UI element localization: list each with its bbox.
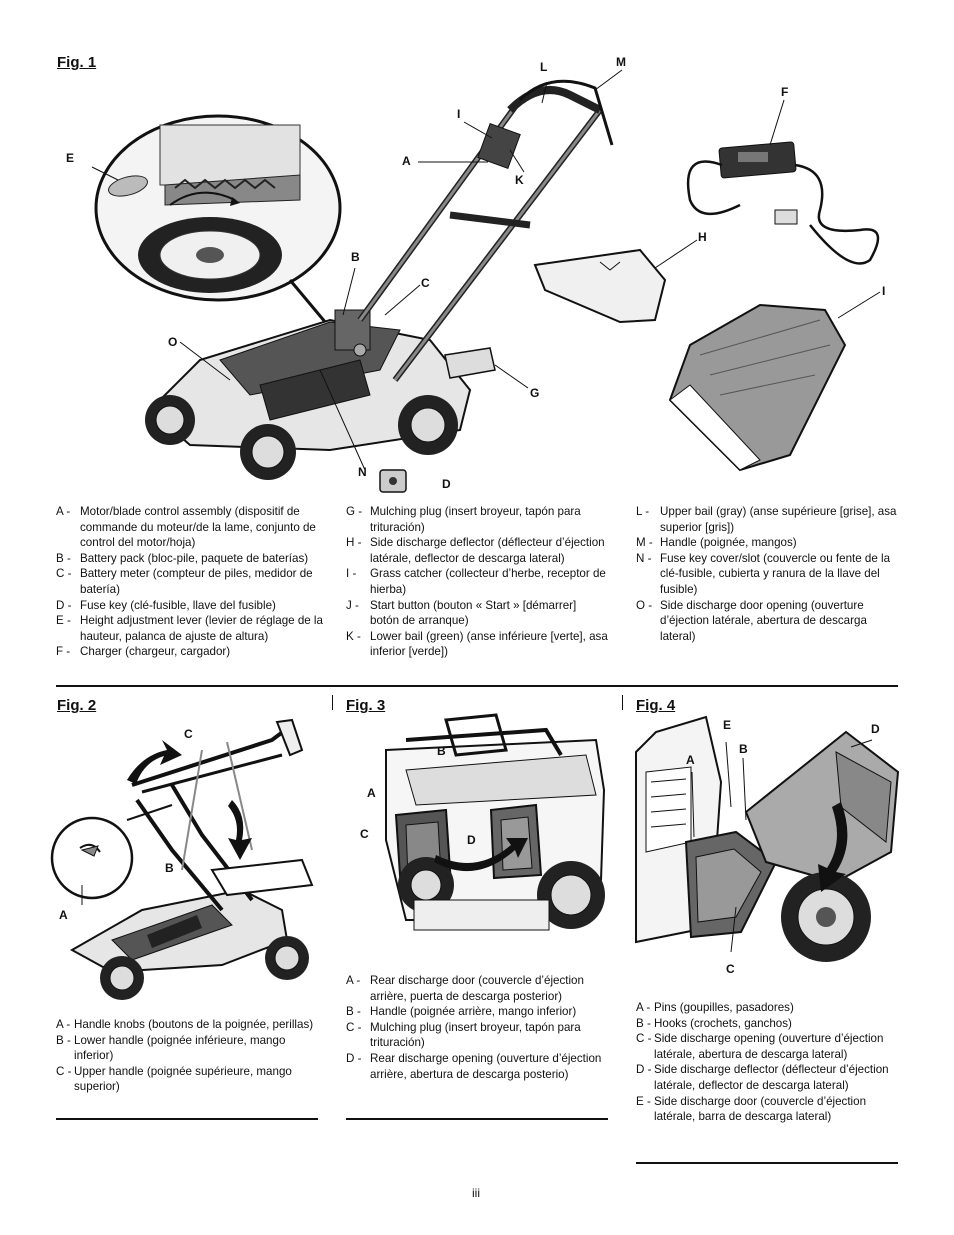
fig4-callout-d: D [871,722,880,736]
section-divider [56,685,898,687]
legend-item: D -Side discharge deflector (déflecteur … [636,1063,889,1092]
fig4-title: Fig. 4 [636,697,676,714]
fig3-callout-c: C [360,827,369,841]
fig1-callout-n: N [358,465,367,479]
mower-fig1 [145,79,614,480]
legend-item: E -Side discharge door (couvercle d’éjec… [636,1094,867,1124]
fig1-callout-c: C [421,276,430,290]
height-adjust-inset [94,114,342,302]
fig1-legend-col1: A -Motor/blade control assembly (disposi… [56,504,324,660]
legend-item: A -Handle knobs (boutons de la poignée, … [56,1018,314,1031]
fig1-callout-l: L [540,60,548,74]
fig2-callout-a: A [59,908,68,922]
fig1-title: Fig. 1 [57,54,97,71]
legend-item: C -Upper handle (poignée supérieure, man… [56,1064,292,1094]
fig4-legend: A -Pins (goupilles, pasadores) B -Hooks … [636,1000,898,1125]
side-discharge-deflector [533,248,667,324]
fig1-callout-g: G [530,386,540,400]
fig3-callout-a: A [367,786,376,800]
fig4-illustration [635,715,900,962]
legend-item: A -Rear discharge door (couvercle d’éjec… [346,974,584,1003]
legend-item: B -Battery pack (bloc-pile, paquete de b… [56,551,309,565]
legend-item: B -Handle (poignée arrière, mango inferi… [346,1005,577,1019]
fig4-callout-e: E [723,718,732,732]
fig3-bottom-rule [346,1118,608,1120]
legend-item: O -Side discharge door opening (ouvertur… [636,598,867,643]
column-divider [622,695,623,710]
legend-item: C -Battery meter (compteur de piles, med… [56,567,313,596]
legend-item: K -Lower bail (green) (anse inférieure [… [346,629,608,659]
legend-item: B -Lower handle (poignée inférieure, man… [56,1033,286,1063]
fig3-callout-b: B [437,744,446,758]
legend-item: A -Pins (goupilles, pasadores) [636,1001,794,1014]
legend-item: D -Rear discharge opening (ouverture d’é… [346,1051,602,1081]
legend-item: N -Fuse key cover/slot (couvercle ou fen… [636,551,891,596]
legend-item: H -Side discharge deflector (déflecteur … [346,536,605,565]
fig3-illustration [385,713,606,931]
fig1-callout-o: O [168,335,178,349]
legend-item: J -Start button (bouton « Start » [démar… [346,598,577,628]
fig2-illustration [50,718,314,1000]
fig1-legend-col2: G -Mulching plug (insert broyeur, tapón … [346,504,608,660]
legend-item: I -Grass catcher (collecteur d’herbe, re… [346,567,606,596]
legend-item: G -Mulching plug (insert broyeur, tapón … [346,505,581,534]
fig4-callout-a: A [686,753,695,767]
fig1-callout-e: E [66,151,75,165]
mulching-plug [444,347,496,379]
legend-item: C -Side discharge opening (ouverture d’é… [636,1032,884,1061]
fig1-legend-col3: L -Upper bail (gray) (anse supérieure [g… [636,504,898,644]
charger [686,141,880,265]
column-divider [332,695,333,710]
fig1-callout-k: K [515,173,524,187]
legend-item: B -Hooks (crochets, ganchos) [636,1016,792,1030]
legend-item: D -Fuse key (clé-fusible, llave del fusi… [56,598,276,612]
fig2-callout-b: B [165,861,174,875]
grass-catcher [668,303,847,472]
legend-item: M -Handle (poignée, mangos) [636,536,797,550]
fig1-callout-j: I [457,107,461,121]
fig1-callout-h: H [698,230,707,244]
fig4-callout-b: B [739,742,748,756]
page-number: iii [472,1186,480,1200]
fig1-illustration [91,69,881,493]
fig1-callout-a: A [402,154,411,168]
fig2-legend: A -Handle knobs (boutons de la poignée, … [56,1017,318,1095]
legend-item: C -Mulching plug (insert broyeur, tapón … [346,1020,581,1050]
fig1-callout-i: I [882,284,886,298]
fig4-callout-c: C [726,962,735,976]
legend-item: A -Motor/blade control assembly (disposi… [56,505,316,550]
fig2-callout-c: C [184,727,193,741]
fig3-legend: A -Rear discharge door (couvercle d’éjec… [346,973,608,1082]
fig2-title: Fig. 2 [57,697,97,714]
fig3-callout-d: D [467,833,476,847]
fig3-title: Fig. 3 [346,697,386,714]
legend-item: L -Upper bail (gray) (anse supérieure [g… [636,505,897,534]
fig2-bottom-rule [56,1118,318,1120]
legend-item: F -Charger (chargeur, cargador) [56,645,231,659]
fig1-callout-m: M [616,55,626,69]
fig1-callout-d: D [442,477,451,491]
fig4-bottom-rule [636,1162,898,1164]
fig1-callout-f: F [781,85,789,99]
fig1-callout-b: B [351,250,360,264]
legend-item: E -Height adjustment lever (levier de ré… [56,614,323,643]
